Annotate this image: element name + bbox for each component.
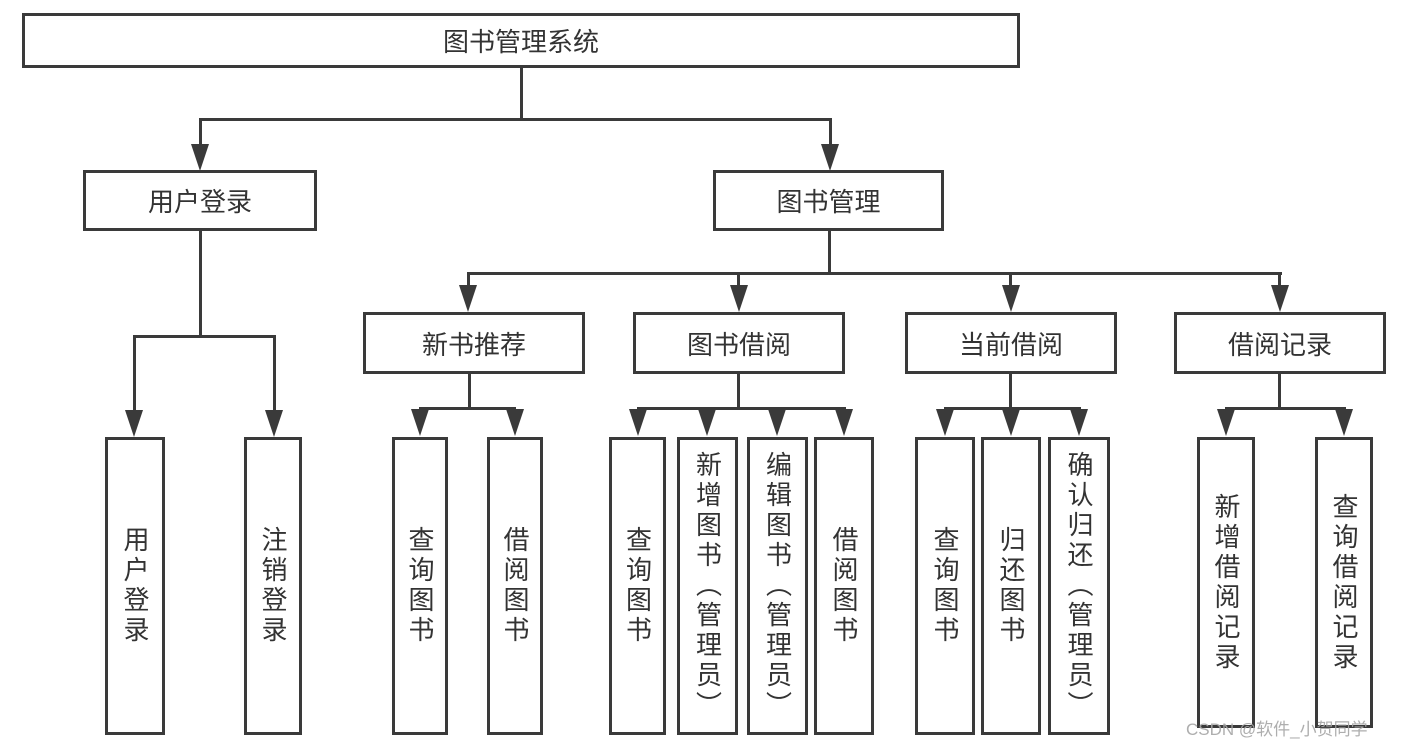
arrow-to-user-login <box>191 144 209 171</box>
connector-bookmgmt-stub <box>829 118 832 146</box>
connector-userlogin-split <box>133 335 276 338</box>
arrow-to-leaf-query-books-3 <box>936 409 954 436</box>
arrow-to-leaf-edit-book <box>768 409 786 436</box>
arrow-to-book-borrow <box>730 285 748 312</box>
connector-root-stem <box>520 68 523 120</box>
node-book-management: 图书管理 <box>713 170 944 231</box>
leaf-query-borrow-record-label: 查询借阅记录 <box>1329 492 1359 673</box>
connector-currentborrow-split <box>944 407 1081 410</box>
node-user-login-label: 用户登录 <box>147 187 252 217</box>
arrow-to-leaf-user-login <box>125 410 143 437</box>
leaf-return-book: 归还图书 <box>981 437 1041 735</box>
leaf-edit-book-admin-label: 编辑图书（管理员） <box>762 451 793 721</box>
connector-bookborrow-stem <box>737 374 740 409</box>
arrow-to-leaf-borrow-books-1 <box>506 409 524 436</box>
node-borrow-records-label: 借阅记录 <box>1227 329 1332 360</box>
connector-newbook-split <box>419 407 516 410</box>
node-library-system-label: 图书管理系统 <box>442 27 599 57</box>
leaf-logout: 注销登录 <box>244 437 302 735</box>
arrow-to-borrow-records <box>1271 285 1289 312</box>
arrow-to-leaf-add-borrow-record <box>1217 409 1235 436</box>
connector-userlogin-stub <box>199 118 202 146</box>
arrow-to-leaf-return-book <box>1002 409 1020 436</box>
arrow-to-leaf-query-books-1 <box>411 409 429 436</box>
connector-leaf2-stub <box>273 335 276 412</box>
connector-bookmgmt-split <box>467 272 1282 275</box>
arrow-to-leaf-logout <box>265 410 283 437</box>
connector-bookborrow-stub <box>737 272 740 288</box>
leaf-confirm-return-admin: 确认归还（管理员） <box>1048 437 1110 735</box>
leaf-add-book-admin-label: 新增图书（管理员） <box>692 451 723 721</box>
node-new-book-recommend-label: 新书推荐 <box>421 329 526 360</box>
leaf-query-books-2-label: 查询图书 <box>622 526 653 646</box>
connector-newbook-stub <box>467 272 470 288</box>
leaf-add-book-admin: 新增图书（管理员） <box>677 437 738 735</box>
node-borrow-records: 借阅记录 <box>1174 312 1386 374</box>
leaf-borrow-books-2: 借阅图书 <box>814 437 874 735</box>
arrow-to-leaf-borrow-books-2 <box>835 409 853 436</box>
connector-root-split <box>199 118 832 121</box>
leaf-logout-label: 注销登录 <box>258 526 288 646</box>
leaf-query-books-1: 查询图书 <box>392 437 448 735</box>
node-current-borrow: 当前借阅 <box>905 312 1117 374</box>
leaf-borrow-books-1: 借阅图书 <box>487 437 543 735</box>
leaf-borrow-books-2-label: 借阅图书 <box>829 526 859 646</box>
node-user-login: 用户登录 <box>83 170 317 231</box>
arrow-to-leaf-query-books-2 <box>629 409 647 436</box>
connector-leaf1-stub <box>133 335 136 412</box>
leaf-add-borrow-record-label: 新增借阅记录 <box>1211 492 1241 673</box>
watermark: CSDN @软件_小贺同学 <box>1186 720 1368 739</box>
connector-borrowrecords-split <box>1225 407 1346 410</box>
connector-userlogin-stem <box>199 231 202 337</box>
leaf-query-books-1-label: 查询图书 <box>405 526 435 646</box>
arrow-to-leaf-confirm-return <box>1070 409 1088 436</box>
leaf-edit-book-admin: 编辑图书（管理员） <box>747 437 808 735</box>
arrow-to-leaf-query-borrow-record <box>1335 409 1353 436</box>
node-library-system: 图书管理系统 <box>22 13 1020 68</box>
leaf-user-login: 用户登录 <box>105 437 165 735</box>
connector-bookborrow-split <box>637 407 846 410</box>
leaf-user-login-label: 用户登录 <box>120 526 150 646</box>
leaf-query-books-2: 查询图书 <box>609 437 666 735</box>
node-new-book-recommend: 新书推荐 <box>363 312 585 374</box>
node-book-borrow: 图书借阅 <box>633 312 845 374</box>
leaf-query-books-3-label: 查询图书 <box>930 526 960 646</box>
arrow-to-leaf-add-book <box>698 409 716 436</box>
leaf-add-borrow-record: 新增借阅记录 <box>1197 437 1255 728</box>
node-current-borrow-label: 当前借阅 <box>958 329 1063 360</box>
connector-bookmgmt-stem <box>828 231 831 274</box>
node-book-borrow-label: 图书借阅 <box>686 329 791 360</box>
connector-currentborrow-stub <box>1009 272 1012 288</box>
connector-borrowrecords-stub <box>1278 272 1281 288</box>
leaf-query-borrow-record: 查询借阅记录 <box>1315 437 1373 728</box>
leaf-query-books-3: 查询图书 <box>915 437 975 735</box>
connector-newbook-stem <box>468 374 471 409</box>
leaf-borrow-books-1-label: 借阅图书 <box>500 526 530 646</box>
arrow-to-new-book-recommend <box>459 285 477 312</box>
arrow-to-book-management <box>821 144 839 171</box>
leaf-return-book-label: 归还图书 <box>996 526 1026 646</box>
leaf-confirm-return-admin-label: 确认归还（管理员） <box>1064 451 1094 721</box>
node-book-management-label: 图书管理 <box>776 187 881 217</box>
connector-borrowrecords-stem <box>1278 374 1281 409</box>
connector-currentborrow-stem <box>1009 374 1012 409</box>
arrow-to-current-borrow <box>1002 285 1020 312</box>
